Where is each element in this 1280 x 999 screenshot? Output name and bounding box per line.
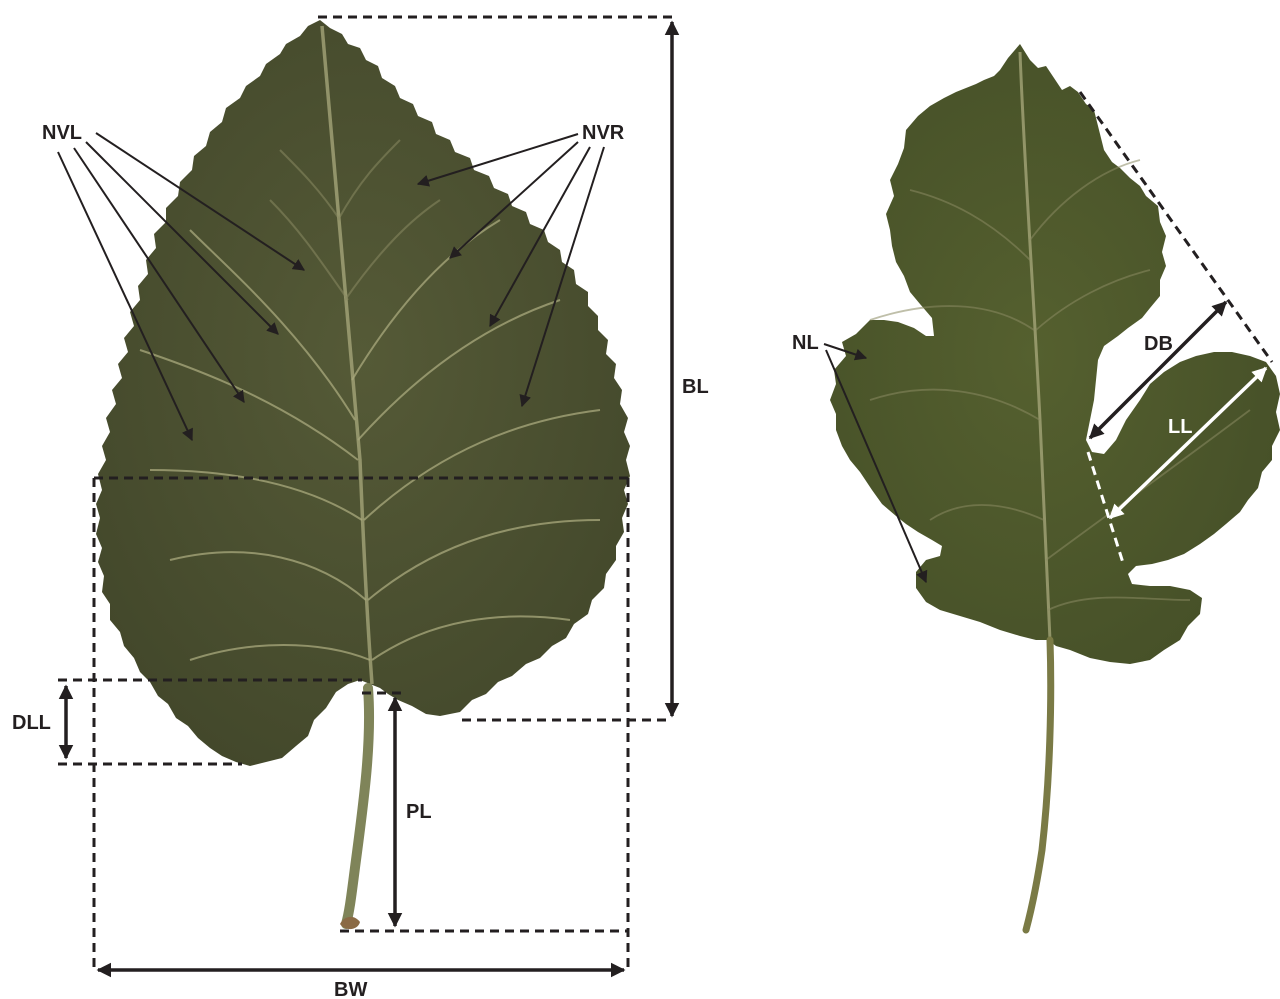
- right-leaf-petiole: [1026, 640, 1051, 930]
- label-nvl: NVL: [42, 122, 82, 144]
- label-nvr: NVR: [582, 122, 625, 144]
- label-bl: BL: [682, 376, 709, 398]
- right-leaf-blade: [830, 44, 1280, 664]
- cordate-leaf-illustration: [96, 20, 630, 929]
- left-leaf-blade: [96, 20, 630, 766]
- blade-width-measure: BW: [98, 970, 624, 999]
- left-leaf-petiole: [346, 688, 369, 924]
- petiole-length-measure: PL: [340, 693, 628, 931]
- label-dll: DLL: [12, 712, 51, 734]
- label-bw: BW: [334, 979, 367, 999]
- label-ll: LL: [1168, 416, 1192, 438]
- lobed-leaf-illustration: [830, 44, 1280, 930]
- label-db: DB: [1144, 333, 1173, 355]
- label-nl: NL: [792, 332, 819, 354]
- label-pl: PL: [406, 801, 432, 823]
